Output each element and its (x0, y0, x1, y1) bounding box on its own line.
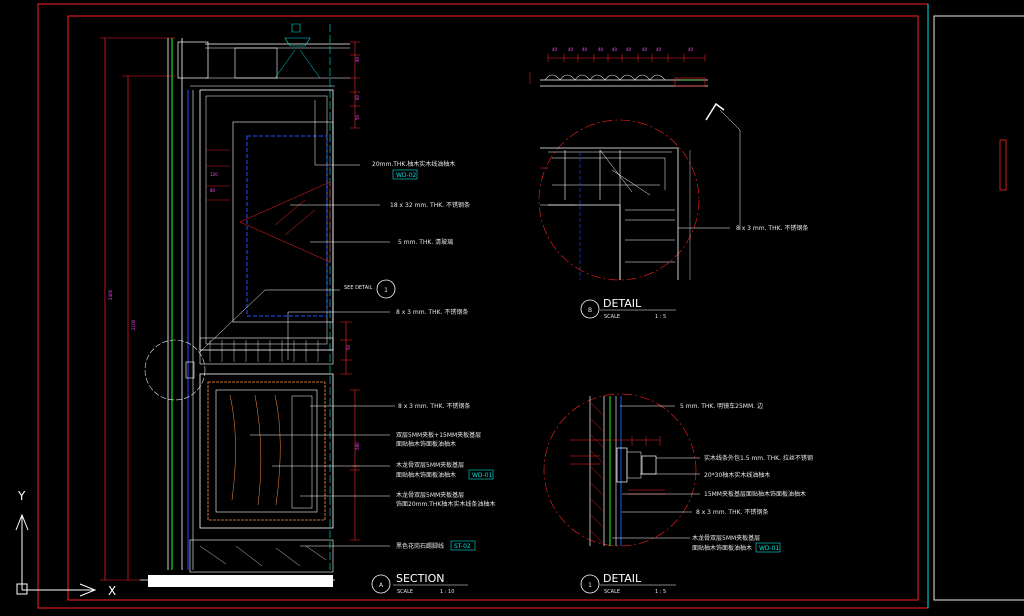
callout-clear-glass: 5 mm. THK. 清玻璃 (398, 238, 453, 246)
svg-text:2400: 2400 (108, 289, 113, 300)
detail-b-geometry (529, 54, 741, 281)
section-scale-label: SCALE (397, 589, 413, 595)
detail-1-title-block[interactable]: 1 DETAIL SCALE 1 : 5 (580, 572, 676, 595)
see-detail-label: SEE DETAIL (344, 285, 373, 291)
section-a-geometry (100, 23, 395, 587)
detail-b-scale-label: SCALE (604, 314, 620, 320)
callout-granite-skirting: 黑色花岗石踢脚线 (396, 542, 444, 550)
callout-veneer-a: 面贴柚木饰面板油柚木 (396, 440, 456, 448)
callout-steel-strip-8x3-b: 8 x 3 mm. THK. 不锈钢条 (398, 402, 470, 410)
detail-1-callout-mirror: 5 mm. THK. 明镜车25MM. 边 (680, 402, 763, 410)
detail-b-annotations: 8 x 3 mm. THK. 不锈钢条 B DETAIL SCALE 1 : 5 (580, 224, 808, 320)
svg-text:60: 60 (355, 94, 360, 100)
tag-box (755, 542, 781, 553)
detail-1-scale-value: 1 : 5 (655, 589, 666, 595)
detail-1-callout-keel-base: 木龙骨双层5MM夹板基层 (692, 534, 760, 542)
svg-text:2100: 2100 (131, 319, 136, 330)
callout-solid-wood-line: 饰面20mm.THK柚木实木线条油柚木 (396, 500, 495, 508)
svg-text:1: 1 (588, 582, 592, 589)
svg-text:40: 40 (582, 47, 588, 52)
tag-wd-01[interactable]: WD-01 (472, 472, 493, 479)
detail-1-callout-steel-clad: 实木线条外包1.5 mm. THK. 拉丝不锈钢 (704, 454, 813, 462)
svg-text:40: 40 (688, 47, 694, 52)
svg-text:50: 50 (355, 114, 360, 120)
section-title: SECTION (396, 572, 444, 585)
next-sheet-mark (999, 139, 1007, 191)
detail-b-scale-value: 1 : 5 (655, 314, 666, 320)
callout-veneer-b: 面贴柚木饰面板油柚木 (396, 471, 456, 479)
svg-text:40: 40 (355, 56, 360, 62)
axis-y-label: Y (17, 489, 26, 503)
detail-b-dimensions: 40 40 40 40 40 40 40 40 40 (552, 47, 694, 52)
callout-steel-strip-8x3-a: 8 x 3 mm. THK. 不锈钢条 (396, 308, 468, 316)
svg-text:A: A (379, 582, 384, 589)
next-sheet-frame (933, 15, 1024, 601)
svg-text:B: B (588, 307, 592, 314)
svg-text:40: 40 (626, 47, 632, 52)
detail-1-callout-wood-line: 20*30柚木实木线油柚木 (704, 471, 770, 479)
section-a-title-block[interactable]: A SECTION SCALE 1 : 10 (371, 572, 468, 595)
svg-text:80: 80 (210, 188, 216, 193)
svg-text:50: 50 (346, 344, 351, 350)
svg-text:40: 40 (598, 47, 604, 52)
detail-b-title-block[interactable]: B DETAIL SCALE 1 : 5 (580, 297, 676, 320)
sheet-frames (37, 3, 1024, 609)
detail-1-annotations: 5 mm. THK. 明镜车25MM. 边 实木线条外包1.5 mm. THK.… (580, 402, 813, 595)
detail-1-callout-steel-strip: 8 x 3 mm. THK. 不锈钢条 (696, 508, 768, 516)
svg-text:40: 40 (656, 47, 662, 52)
svg-text:580: 580 (355, 442, 360, 450)
tag-box (392, 169, 418, 180)
detail-1-title: DETAIL (603, 572, 642, 585)
tag-box (450, 540, 476, 551)
callout-keel-base-b: 木龙骨双层5MM夹板基层 (396, 491, 464, 499)
tag-wd-02[interactable]: WD-02 (396, 172, 417, 179)
svg-text:120: 120 (210, 172, 218, 177)
callout-keel-base-a: 木龙骨双层5MM夹板基层 (396, 461, 464, 469)
section-a-dimensions: 2400 2100 40 60 50 50 580 120 80 (108, 56, 360, 450)
svg-text:40: 40 (568, 47, 574, 52)
detail-b-title: DETAIL (603, 297, 642, 310)
svg-text:40: 40 (642, 47, 648, 52)
detail-1-scale-label: SCALE (604, 589, 620, 595)
tag-box (468, 469, 494, 480)
detail-1-geometry (543, 393, 700, 547)
section-scale-value: 1 : 10 (440, 589, 454, 595)
axis-x-label: X (108, 584, 116, 598)
section-a-annotations: SEE DETAIL 1 20mm.THK.柚木实木线油柚木 WD-02 18 … (344, 160, 495, 595)
tag-st-02[interactable]: ST-02 (454, 543, 471, 550)
callout-plywood-base: 双层5MM夹板+15MM夹板基层 (396, 431, 481, 439)
detail-1-callout-plywood-veneer: 15MM夹板基层面贴柚木饰面板油柚木 (704, 490, 806, 498)
detail-1-callout-veneer: 面贴柚木饰面板油柚木 (692, 544, 752, 552)
callout-wood-trim: 20mm.THK.柚木实木线油柚木 (372, 160, 455, 168)
svg-text:40: 40 (612, 47, 618, 52)
inner-frame (67, 15, 919, 601)
detail-b-callout-steel-strip: 8 x 3 mm. THK. 不锈钢条 (736, 224, 808, 232)
svg-text:40: 40 (552, 47, 558, 52)
callout-steel-strip-18x32: 18 x 32 mm. THK. 不锈钢条 (390, 201, 470, 209)
see-detail-bubble[interactable]: 1 (376, 279, 396, 299)
detail-1-tag-wd-01[interactable]: WD-01 (759, 545, 780, 552)
svg-text:1: 1 (384, 287, 388, 294)
ucs-axis-icon: Y X (15, 489, 116, 598)
